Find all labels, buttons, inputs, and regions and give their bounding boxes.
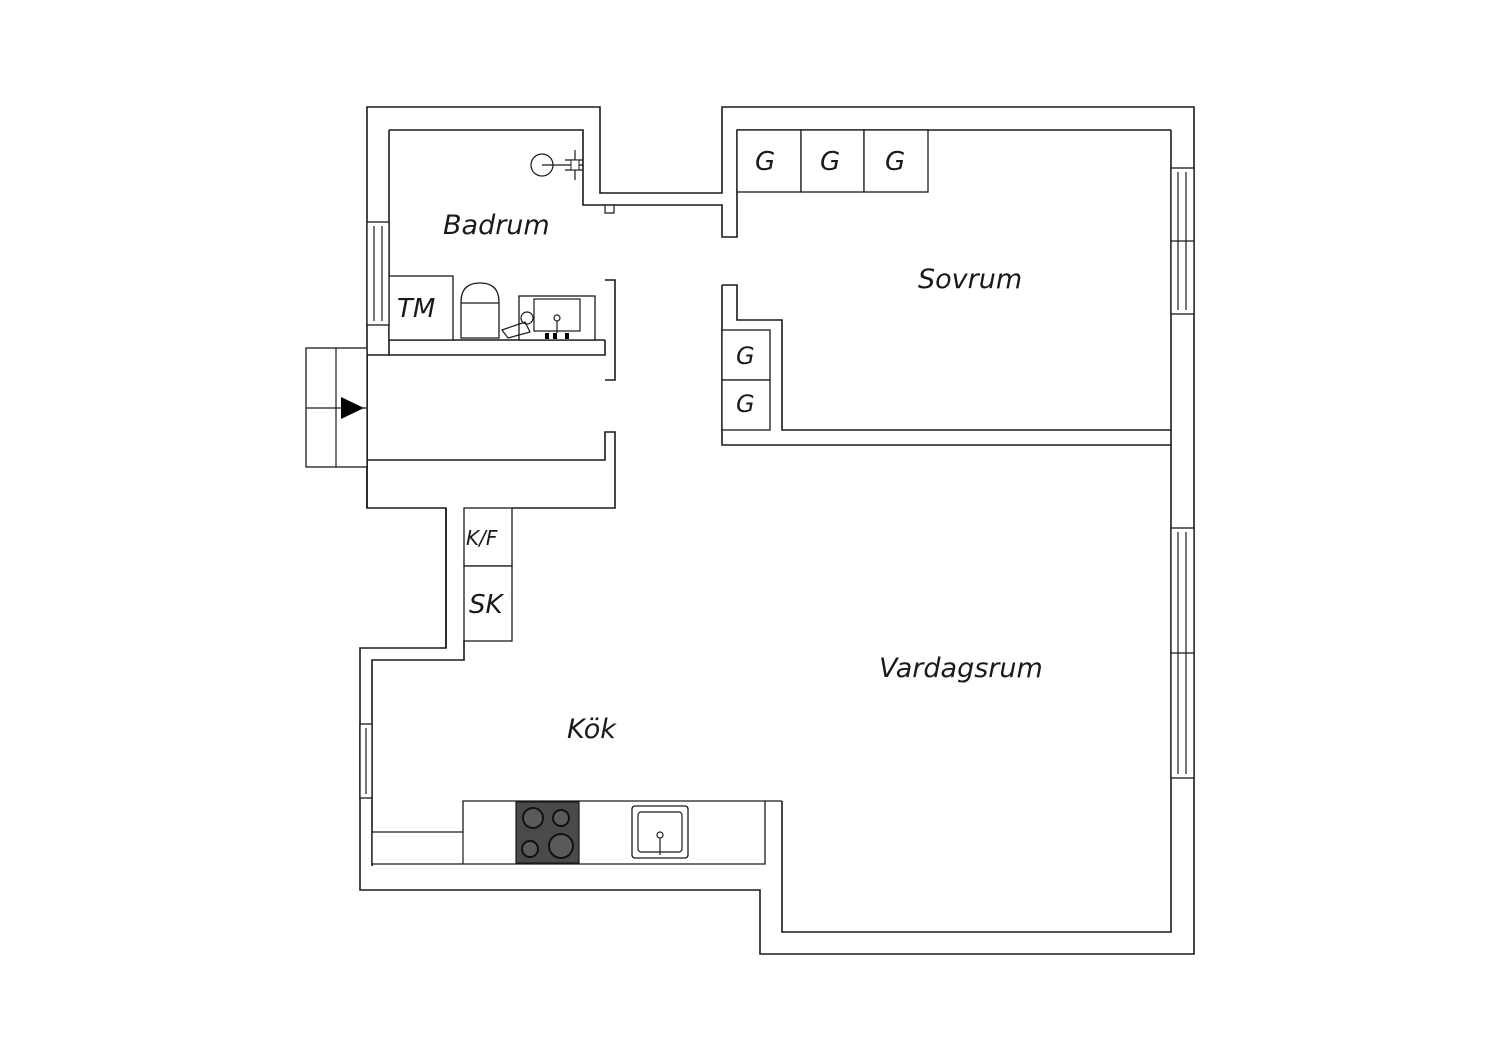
entrance-door — [305, 347, 368, 468]
bathroom — [367, 129, 738, 381]
wardrobe-top-row — [736, 129, 929, 193]
wardrobe-side-column — [721, 329, 771, 431]
toilet-icon — [460, 282, 500, 339]
room-label-badrum: Badrum — [443, 210, 550, 241]
washer-label: TM — [397, 294, 435, 324]
window-bathroom — [366, 221, 390, 326]
room-label-sovrum: Sovrum — [918, 264, 1022, 295]
cabinet-label: SK — [469, 590, 505, 620]
wardrobe-label: G — [885, 147, 905, 177]
wardrobe-label: G — [736, 390, 755, 418]
fridge-freezer-label: K/F — [466, 526, 498, 550]
window-living-room — [1170, 527, 1195, 779]
window-bedroom — [1170, 167, 1195, 315]
wardrobe-label: G — [736, 342, 755, 370]
room-label-kok: Kök — [567, 714, 617, 745]
shower-icon — [530, 150, 583, 180]
fridge-cabinet-column — [445, 507, 513, 648]
stove-icon — [515, 801, 580, 864]
bedroom — [721, 284, 1171, 446]
hallway — [366, 355, 616, 509]
entrance-arrow-icon — [341, 397, 364, 419]
bathroom-sink-icon — [501, 295, 596, 341]
room-label-vardagsrum: Vardagsrum — [879, 653, 1043, 684]
sink-icon — [631, 805, 689, 859]
washer-box — [388, 275, 454, 341]
wardrobe-label: G — [820, 147, 840, 177]
wardrobe-label: G — [755, 147, 775, 177]
window-kitchen — [359, 723, 373, 799]
